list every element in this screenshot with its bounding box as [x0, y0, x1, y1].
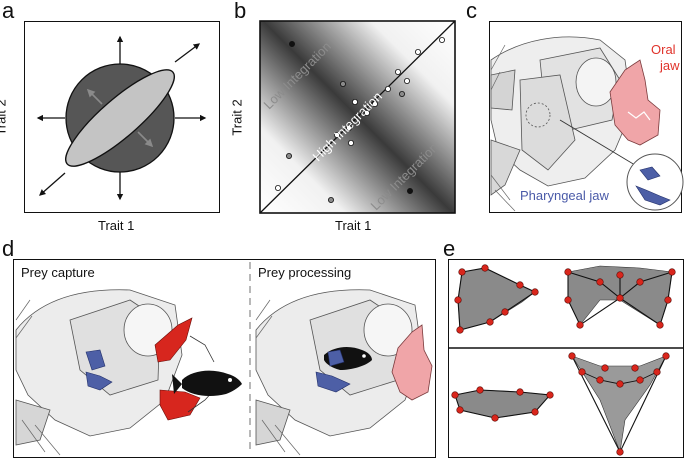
oral-jaw-shape — [609, 59, 661, 146]
pharyngeal-jaw-capture-lower — [85, 371, 113, 391]
pharyngeal-jaw-label: Pharyngeal jaw — [520, 188, 609, 203]
identity-line — [259, 20, 456, 214]
prey-fish-capture — [182, 370, 242, 396]
pharyngeal-jaw-upper — [639, 166, 661, 181]
oral-jaw-label-line2: jaw — [660, 58, 680, 73]
prey-processing-title: Prey processing — [258, 265, 352, 280]
panel-b-xlabel: Trait 1 — [335, 218, 372, 233]
covariance-ellipse — [65, 69, 175, 167]
panel-letter-b: b — [234, 0, 247, 23]
oral-jaw-capture-upper — [154, 317, 193, 363]
pharyngeal-jaw-processing-lower — [315, 371, 351, 393]
oral-jaw-label-line1: Oral — [651, 42, 676, 57]
oral-jaw-processing — [391, 324, 433, 401]
panel-letter-d: d — [2, 236, 15, 261]
panel-letter-c: c — [466, 0, 477, 23]
pharyngeal-jaw-capture-upper — [85, 349, 106, 371]
pharyngeal-jaw-lower — [635, 185, 671, 206]
prey-capture-title: Prey capture — [21, 265, 95, 280]
pharyngeal-jaw-processing-upper — [327, 349, 345, 367]
panel-letter-a: a — [2, 0, 15, 23]
panel-a-xlabel: Trait 1 — [98, 218, 135, 233]
oral-jaw-capture-lower — [159, 389, 201, 421]
panel-letter-e: e — [443, 236, 456, 261]
